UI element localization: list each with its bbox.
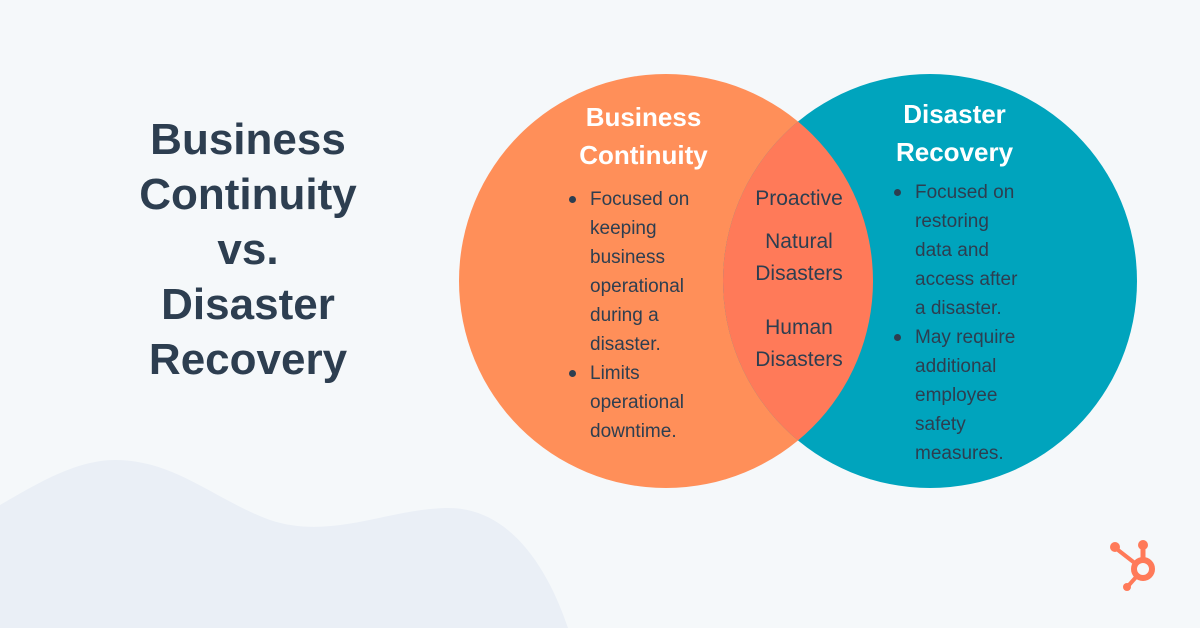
business-continuity-title-line: Continuity [579, 140, 708, 170]
bullet-line: operational [590, 392, 685, 413]
business-continuity-bullet: Limits operational downtime. [566, 359, 726, 446]
background-wave-shape [0, 460, 568, 628]
logo-stem-bottom [1127, 574, 1139, 587]
bullet-line: keeping [590, 218, 657, 239]
disaster-recovery-title-line: Disaster [903, 99, 1006, 129]
overlap-labels: Proactive Natural Disasters Human Disast… [738, 183, 860, 376]
bullet-icon [569, 196, 576, 203]
disaster-recovery-bullet: May require additional employee safety m… [891, 323, 1051, 468]
disaster-recovery-title-line: Recovery [895, 137, 1014, 167]
business-continuity-title-line: Business [585, 102, 702, 132]
disaster-recovery-list: Focused on restoring data and access aft… [891, 178, 1051, 468]
bullet-line: operational [590, 276, 685, 297]
title-line: Disaster [161, 280, 335, 329]
overlap-region [723, 74, 873, 488]
hubspot-sprocket-icon [1110, 540, 1155, 591]
bullet-line: measures. [915, 443, 1004, 464]
bullet-line: data and [915, 240, 989, 261]
bullet-icon [894, 334, 901, 341]
logo-stem-left [1116, 548, 1138, 566]
bullet-line: during a [590, 305, 659, 326]
overlap-item: Human Disasters [738, 312, 860, 376]
disaster-recovery-bullet: Focused on restoring data and access aft… [891, 178, 1051, 323]
bullet-line: access after [915, 269, 1018, 290]
title-line: Business [150, 115, 346, 164]
bullet-line: Limits [590, 363, 640, 384]
bullet-line: disaster. [590, 334, 661, 355]
title-line: Recovery [148, 335, 348, 384]
logo-node-left [1110, 542, 1120, 552]
overlap-spacer [738, 215, 860, 226]
overlap-line: Human [765, 316, 833, 339]
bullet-icon [569, 370, 576, 377]
business-continuity-list: Focused on keeping business operational … [566, 185, 726, 446]
title-line: vs. [217, 225, 279, 274]
bullet-line: business [590, 247, 665, 268]
title-line: Continuity [139, 170, 357, 219]
bullet-icon [894, 189, 901, 196]
overlap-item: Proactive [738, 183, 860, 215]
overlap-item: Natural Disasters [738, 226, 860, 290]
overlap-line: Disasters [755, 348, 843, 371]
overlap-spacer [738, 290, 860, 312]
bullet-line: restoring [915, 211, 989, 232]
overlap-line: Natural [765, 230, 833, 253]
bullet-line: employee [915, 385, 998, 406]
business-continuity-title: Business Continuity [556, 98, 731, 174]
bullet-line: May require [915, 327, 1016, 348]
bullet-line: a disaster. [915, 298, 1002, 319]
business-continuity-bullet: Focused on keeping business operational … [566, 185, 726, 359]
logo-node-bottom [1123, 583, 1131, 591]
bullet-line: additional [915, 356, 997, 377]
page-title: Business Continuity vs. Disaster Recover… [118, 112, 378, 387]
overlap-line: Disasters [755, 262, 843, 285]
overlap-line: Proactive [755, 187, 843, 210]
disaster-recovery-title: Disaster Recovery [872, 95, 1037, 171]
bullet-line: Focused on [915, 182, 1015, 203]
bullet-line: safety [915, 414, 966, 435]
bullet-line: Focused on [590, 189, 690, 210]
bullet-line: downtime. [590, 421, 677, 442]
logo-node-top [1138, 540, 1148, 550]
